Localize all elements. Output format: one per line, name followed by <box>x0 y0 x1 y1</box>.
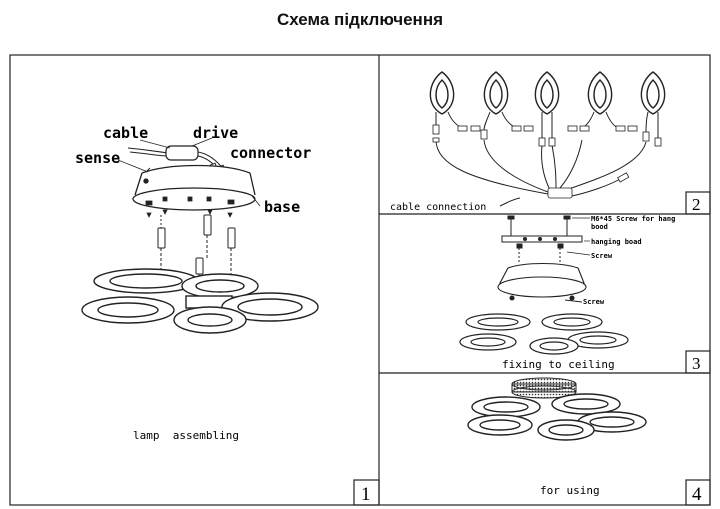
hanging-board-label: hanging boad <box>591 238 642 246</box>
panel-2-number: 2 <box>692 195 701 214</box>
shade-wires <box>435 111 659 207</box>
screw-hang-label: M6*45 Screw for hang <box>591 215 675 223</box>
screw-label-b: Screw <box>583 298 605 306</box>
rod-connectors <box>157 214 236 290</box>
panel-3-leaders <box>566 217 591 256</box>
ceiling-lamp-rings <box>459 313 629 355</box>
connector-label: connector <box>230 144 311 162</box>
base-drawing <box>132 164 256 211</box>
panel-4-number: 4 <box>692 484 702 505</box>
panel-2-caption: cable connection <box>390 202 486 213</box>
panel-1-lamp-assembling: cable drive sense connector base lamp as… <box>75 124 380 506</box>
screw-hang-label-2: bood <box>591 223 608 231</box>
drive-box <box>165 145 199 161</box>
panel-3-fixing-to-ceiling: M6*45 Screw for hang bood hanging boad S… <box>459 215 711 374</box>
panel-3-number: 3 <box>692 354 701 373</box>
leaf-shades <box>429 71 666 115</box>
callout-leaders <box>117 137 261 207</box>
panel-3-number-box <box>685 350 711 374</box>
panel-1-caption: lamp assembling <box>133 429 239 442</box>
panel-frame <box>9 54 711 506</box>
panel-3-caption: fixing to ceiling <box>502 358 615 371</box>
page-title: Схема підключення <box>276 10 443 29</box>
sense-label: sense <box>75 149 120 167</box>
panel-4-for-using: for using 4 <box>467 377 711 506</box>
base-label: base <box>264 198 300 216</box>
panel-1-number: 1 <box>361 484 371 505</box>
hanging-board <box>501 215 583 262</box>
screw-label-a: Screw <box>591 252 613 260</box>
cable-label: cable <box>103 124 148 142</box>
wire-connectors <box>432 124 662 199</box>
mounting-screws <box>145 196 235 218</box>
drive-label: drive <box>193 124 238 142</box>
panel-4-number-box <box>685 479 711 506</box>
panel-1-number-box <box>353 479 380 506</box>
installed-lamp-rings <box>467 393 647 441</box>
ceiling-canopy <box>511 377 577 399</box>
panel-2-cable-connection: cable connection 2 <box>390 71 711 215</box>
panel-4-caption: for using <box>540 484 600 497</box>
lamp-rings <box>81 268 319 334</box>
panel-2-number-box <box>685 191 711 215</box>
ceiling-base <box>497 263 587 303</box>
